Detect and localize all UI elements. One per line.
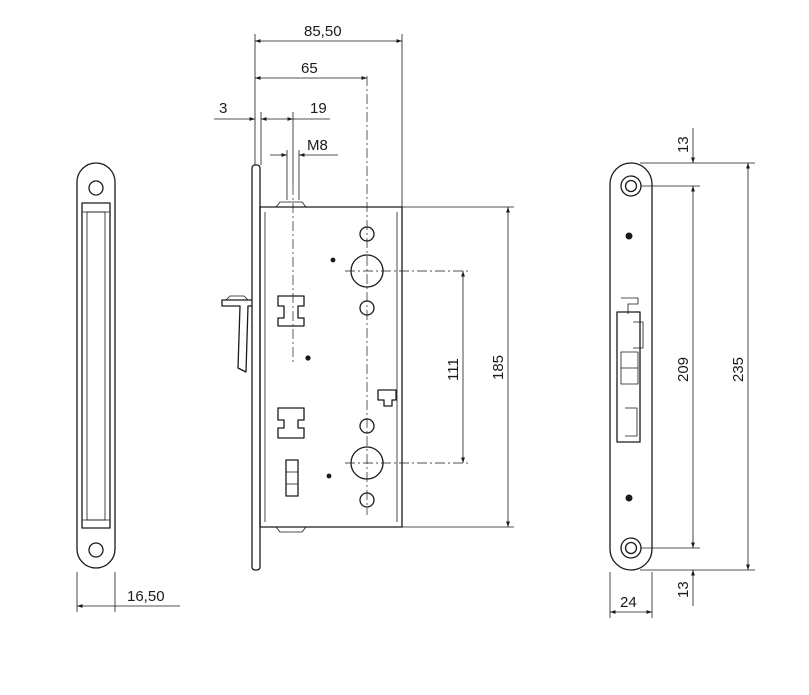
lock-body-view: 85,50 65 3 19 M8 185 111 bbox=[214, 23, 514, 571]
small-pin bbox=[326, 473, 332, 479]
strike-top-hole-inner bbox=[624, 179, 638, 193]
strike-top-hole-outer bbox=[620, 175, 642, 197]
latch-hook-detail bbox=[225, 295, 249, 301]
center-distance-label: 111 bbox=[445, 358, 462, 381]
case-bottom-flange bbox=[275, 526, 307, 533]
lock-faceplate-edge bbox=[251, 164, 261, 571]
screw-size-label: M8 bbox=[307, 137, 328, 154]
small-pin bbox=[330, 257, 336, 263]
strike-plate-view: 24 235 209 13 13 bbox=[609, 128, 755, 618]
strike-top-margin-label: 13 bbox=[675, 136, 692, 153]
strike-latch-detail bbox=[625, 407, 638, 437]
lock-case bbox=[259, 206, 403, 528]
backset-label: 65 bbox=[301, 60, 318, 77]
total-depth-label: 85,50 bbox=[304, 23, 342, 40]
side-latch-tab bbox=[377, 389, 397, 407]
strike-latch-housing bbox=[616, 311, 641, 443]
strike-latch-detail bbox=[633, 321, 644, 349]
strike-latch-detail bbox=[620, 351, 639, 385]
faceplate-bottom-screw-hole bbox=[88, 542, 104, 558]
strike-bottom-hole-outer bbox=[620, 537, 642, 559]
strike-latch-detail bbox=[621, 297, 639, 314]
upper-pin bbox=[305, 355, 311, 361]
front-width-label: 16,50 bbox=[127, 588, 165, 605]
case-top-flange bbox=[275, 201, 307, 208]
case-height-label: 185 bbox=[490, 355, 507, 380]
faceplate-latch-inner bbox=[86, 211, 106, 521]
faceplate-outline bbox=[76, 162, 116, 569]
strike-upper-pin bbox=[625, 232, 633, 240]
offset-label: 19 bbox=[310, 100, 327, 117]
strike-plate-outline bbox=[609, 162, 653, 571]
strike-width-label: 24 bbox=[620, 594, 637, 611]
strike-bottom-hole-inner bbox=[624, 541, 638, 555]
strike-bottom-margin-label: 13 bbox=[675, 581, 692, 598]
front-faceplate-view: 16,50 bbox=[76, 162, 180, 612]
deadbolt-selector bbox=[285, 459, 299, 497]
faceplate-top-screw-hole bbox=[88, 180, 104, 196]
faceplate-thickness-label: 3 bbox=[219, 100, 227, 117]
strike-height-label: 235 bbox=[730, 357, 747, 382]
lower-latch-block bbox=[277, 407, 305, 439]
strike-hole-distance-label: 209 bbox=[675, 357, 692, 382]
faceplate-latch-window bbox=[81, 202, 111, 529]
latch-hook bbox=[221, 299, 252, 373]
upper-latch-block bbox=[277, 295, 305, 327]
strike-lower-pin bbox=[625, 494, 633, 502]
